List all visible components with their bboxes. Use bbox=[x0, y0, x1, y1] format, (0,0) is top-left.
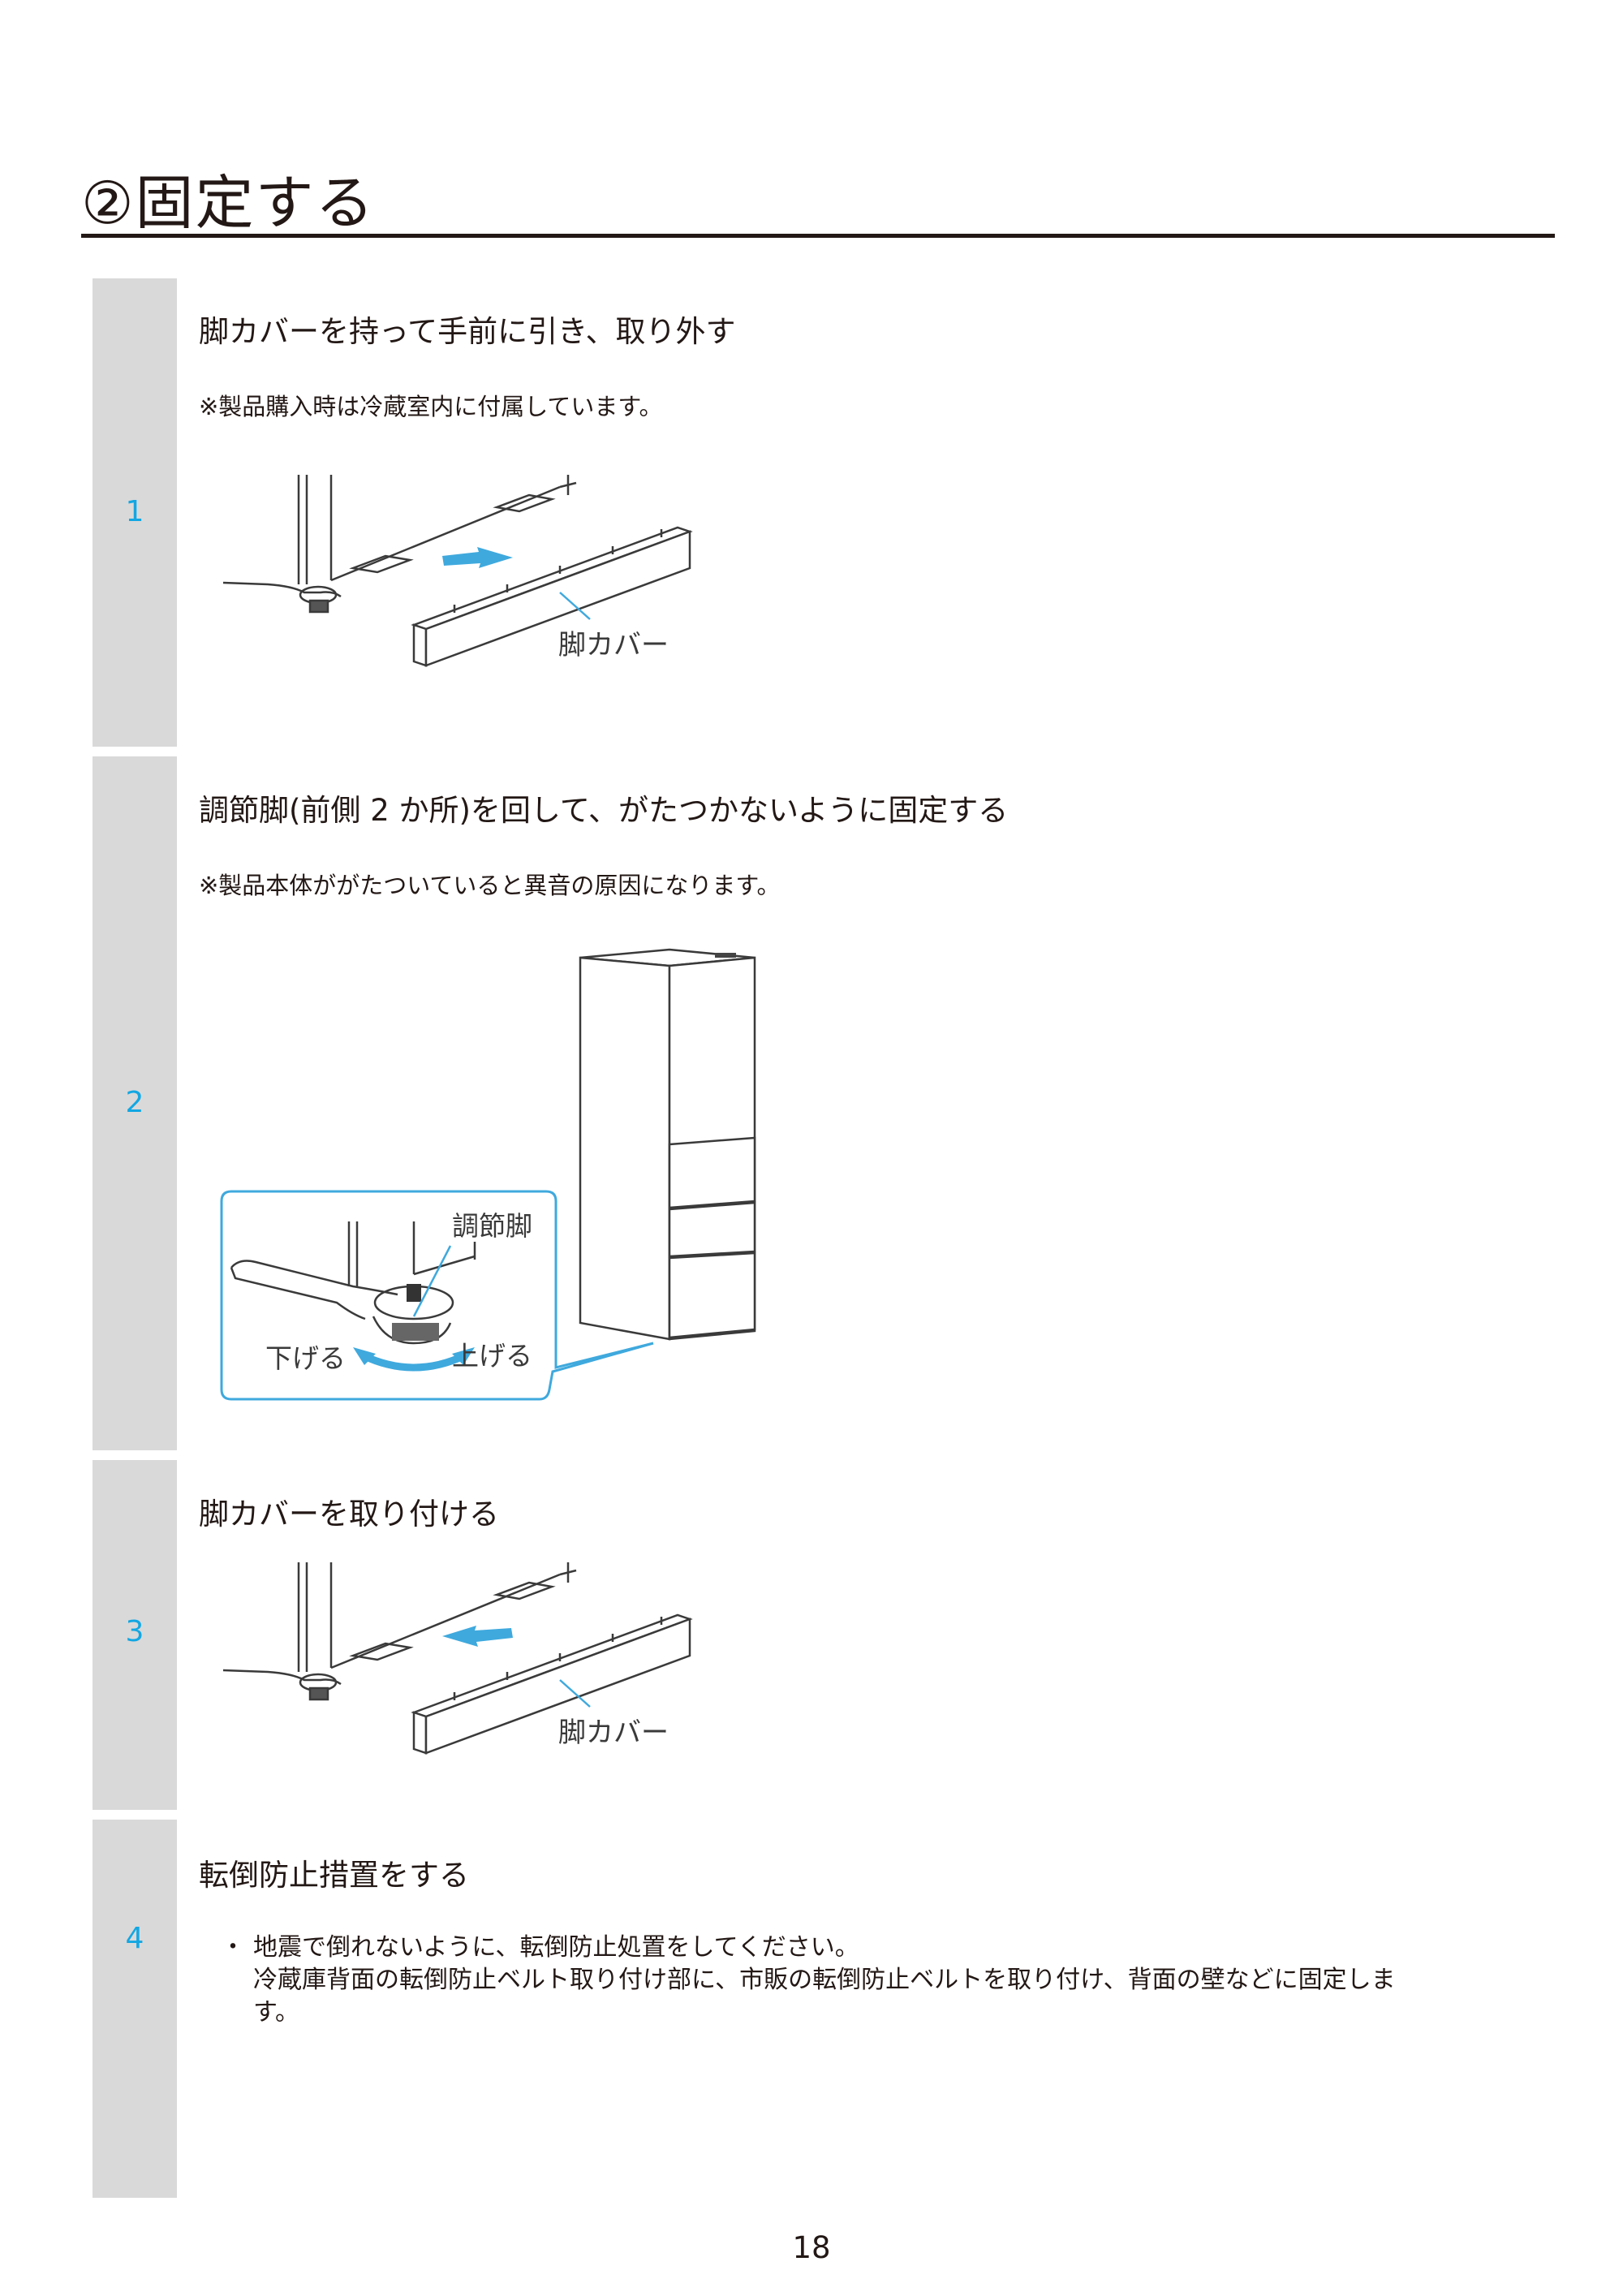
step-4-body-line: 冷蔵庫背面の転倒防止ベルト取り付け部に、市販の転倒防止ベルトを取り付け、背面の壁… bbox=[253, 1966, 1396, 1994]
step-1-note: ※製品購入時は冷蔵室内に付属しています。 bbox=[199, 393, 663, 420]
step-2-number: 2 bbox=[125, 1086, 144, 1119]
step-3-number: 3 bbox=[125, 1615, 144, 1648]
step-1-illustration: 脚カバー bbox=[222, 475, 693, 667]
raise-label: 上げる bbox=[452, 1340, 532, 1372]
step-2-note: ※製品本体ががたついていると異音の原因になります。 bbox=[199, 872, 781, 899]
step-1-heading: 脚カバーを持って手前に引き、取り外す bbox=[199, 314, 736, 349]
step-3-callout-label: 脚カバー bbox=[558, 1717, 669, 1749]
step-4-body-line: す。 bbox=[253, 1998, 299, 2027]
step-4-body-line: 地震で倒れないように、転倒防止処置をしてください。 bbox=[253, 1933, 859, 1962]
page-title: ②固定する bbox=[81, 169, 376, 237]
step-4-number: 4 bbox=[125, 1922, 144, 1955]
step-1-number: 1 bbox=[125, 495, 144, 528]
step-1-callout-label: 脚カバー bbox=[558, 629, 669, 661]
step-2-bar bbox=[93, 756, 177, 1450]
step-2-illustration: 調節脚 下げる 上げる bbox=[220, 948, 756, 1401]
step-2-callout-label: 調節脚 bbox=[452, 1210, 532, 1242]
step-1-bar bbox=[93, 278, 177, 747]
step-4-heading: 転倒防止措置をする bbox=[199, 1858, 469, 1893]
step-3-illustration: 脚カバー bbox=[222, 1562, 693, 1755]
step-3-heading: 脚カバーを取り付ける bbox=[199, 1497, 499, 1531]
lower-label: 下げる bbox=[265, 1342, 346, 1374]
page-number: 18 bbox=[792, 2230, 831, 2265]
title-rule bbox=[81, 234, 1555, 238]
step-4-body: 地震で倒れないように、転倒防止処置をしてください。 冷蔵庫背面の転倒防止ベルト取… bbox=[253, 1932, 1519, 2029]
step-4-bar bbox=[93, 1820, 177, 2198]
step-3-bar bbox=[93, 1460, 177, 1810]
step-4-bullet: ・ bbox=[221, 1933, 245, 1962]
step-2-heading: 調節脚(前側 2 か所)を回して、がたつかないように固定する bbox=[199, 793, 1009, 828]
